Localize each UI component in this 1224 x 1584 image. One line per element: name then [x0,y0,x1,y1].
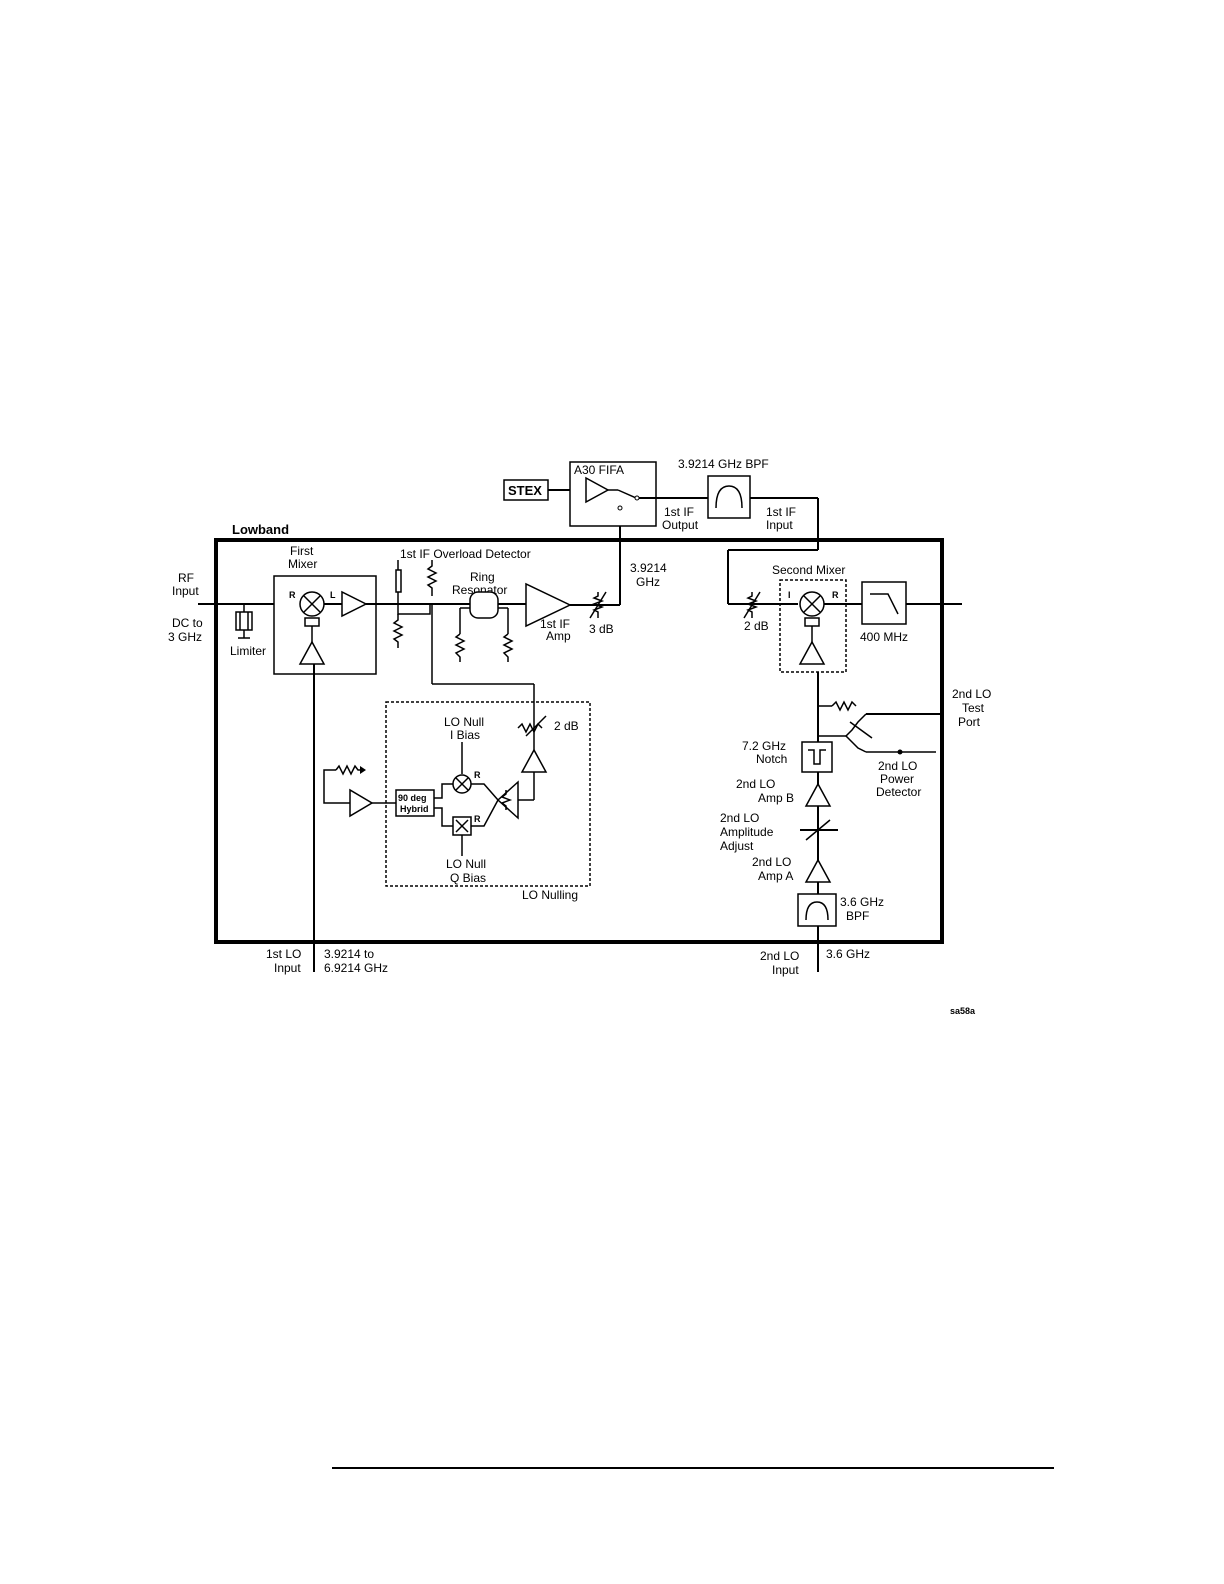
freq-39214-label-2: GHz [636,575,660,589]
power-detector-label-3: Detector [876,785,921,799]
atten-2db-mixer-label: 2 dB [744,619,769,633]
lo-null-q-bias-label-1: LO Null [446,857,486,871]
lo-sample-amp [349,788,374,818]
if-input-label-2: Input [766,518,793,532]
rf-range-label-1: DC to [172,616,203,630]
second-lo-amp-a [804,858,832,883]
atten-3db-label: 3 dB [589,622,614,636]
rf-input-label-1: RF [178,571,194,585]
hybrid-box [395,789,435,817]
i-mixer [452,774,472,794]
if-input-label-1: 1st IF [766,505,796,519]
test-port-label-2: Test [962,701,985,715]
first-mixer-label-1: First [290,544,314,558]
test-port-splitter [845,713,944,755]
second-lo-amp-b [804,782,832,807]
lo-nulling-box [385,701,591,887]
power-detector-label-1: 2nd LO [878,759,917,773]
first-mixer-box [273,575,377,675]
freq-36-label: 3.6 GHz [826,947,870,961]
lowband-title: Lowband [232,522,289,537]
test-port-label-1: 2nd LO [952,687,991,701]
lo-null-q-bias-label-2: Q Bias [450,871,486,885]
hybrid-label-1: 90 deg [398,793,427,803]
power-detector-label-2: Power [880,772,914,786]
if-output-label-1: 1st IF [664,505,694,519]
lo-null-i-bias-label-2: I Bias [450,728,480,742]
i-mixer-port-r: R [474,770,481,780]
limiter-label: Limiter [230,644,266,658]
lpf-400-label: 400 MHz [860,630,908,644]
if-output-label-2: Output [662,518,699,532]
first-mixer-port-r: R [289,590,296,600]
nulling-amp [520,748,548,773]
notch-box [801,741,833,773]
bpf-36-label-2: BPF [846,909,869,923]
rf-range-label-2: 3 GHz [168,630,202,644]
freq-39214-label-1: 3.9214 [630,561,667,575]
bpf-36-label-1: 3.6 GHz [840,895,884,909]
q-mixer-port-r: R [474,814,481,824]
first-if-amp-label-2: Amp [546,629,571,643]
q-mixer [452,816,472,836]
bpf-36-box [797,893,837,927]
stex-label: STEX [508,483,542,498]
amp-b-label-1: 2nd LO [736,777,775,791]
first-lo-amp [298,640,326,665]
a30-fifa-box [569,461,657,527]
lowband-box [214,538,944,944]
second-lo-input-label-2: Input [772,963,799,977]
lo-nulling-label: LO Nulling [522,888,578,902]
test-port-label-3: Port [958,715,981,729]
amp-a-label-2: Amp A [758,869,793,883]
atten-3db [589,591,607,619]
notch-label-2: Notch [756,752,787,766]
atten-2db-mixer [743,591,761,619]
amp-a-label-1: 2nd LO [752,855,791,869]
first-lo-range-label-1: 3.9214 to [324,947,374,961]
bpf-top-box [707,475,751,519]
atten-2db-nulling [517,715,547,737]
amplitude-adjust-label-1: 2nd LO [720,811,759,825]
amp-b-label-2: Amp B [758,791,794,805]
limiter [235,604,253,639]
second-mixer-box [779,579,847,673]
second-mixer-port-r: R [832,590,839,600]
hybrid-label-2: Hybrid [400,804,429,814]
first-if-amp [525,582,572,628]
first-mixer-symbol [299,591,325,627]
ring-resonator [432,591,526,662]
footer-rule [332,1467,1054,1469]
figure-id: sa58a [950,1006,976,1016]
overload-detector [392,560,438,648]
fifa-amp [585,476,610,504]
second-mixer-lo-amp [798,640,826,665]
first-mixer-port-l: L [330,590,336,600]
first-mixer-amp [341,590,368,618]
bpf-top-label: 3.9214 GHz BPF [678,457,769,471]
atten-2db-nulling-label: 2 dB [554,719,579,733]
notch-label-1: 7.2 GHz [742,739,786,753]
second-mixer-port-i: I [788,590,791,600]
a30-fifa-label: A30 FIFA [574,463,624,477]
first-mixer-label-2: Mixer [288,557,317,571]
amplitude-adjust-label-3: Adjust [720,839,754,853]
ring-resonator-label-1: Ring [470,570,495,584]
first-lo-input-label-1: 1st LO [266,947,301,961]
first-lo-range-label-2: 6.9214 GHz [324,961,388,975]
second-mixer-symbol [799,591,825,627]
amplitude-adjust-label-2: Amplitude [720,825,774,839]
lpf-400-box [861,581,907,625]
amplitude-adjust [800,819,838,841]
rf-input-label-2: Input [172,584,199,598]
first-if-amp-label-1: 1st IF [540,617,570,631]
first-lo-input-label-2: Input [274,961,301,975]
fifa-switch [617,489,637,499]
lo-null-i-bias-label-1: LO Null [444,715,484,729]
second-lo-input-label-1: 2nd LO [760,949,799,963]
second-mixer-label: Second Mixer [772,563,845,577]
overload-detector-label: 1st IF Overload Detector [400,547,531,561]
